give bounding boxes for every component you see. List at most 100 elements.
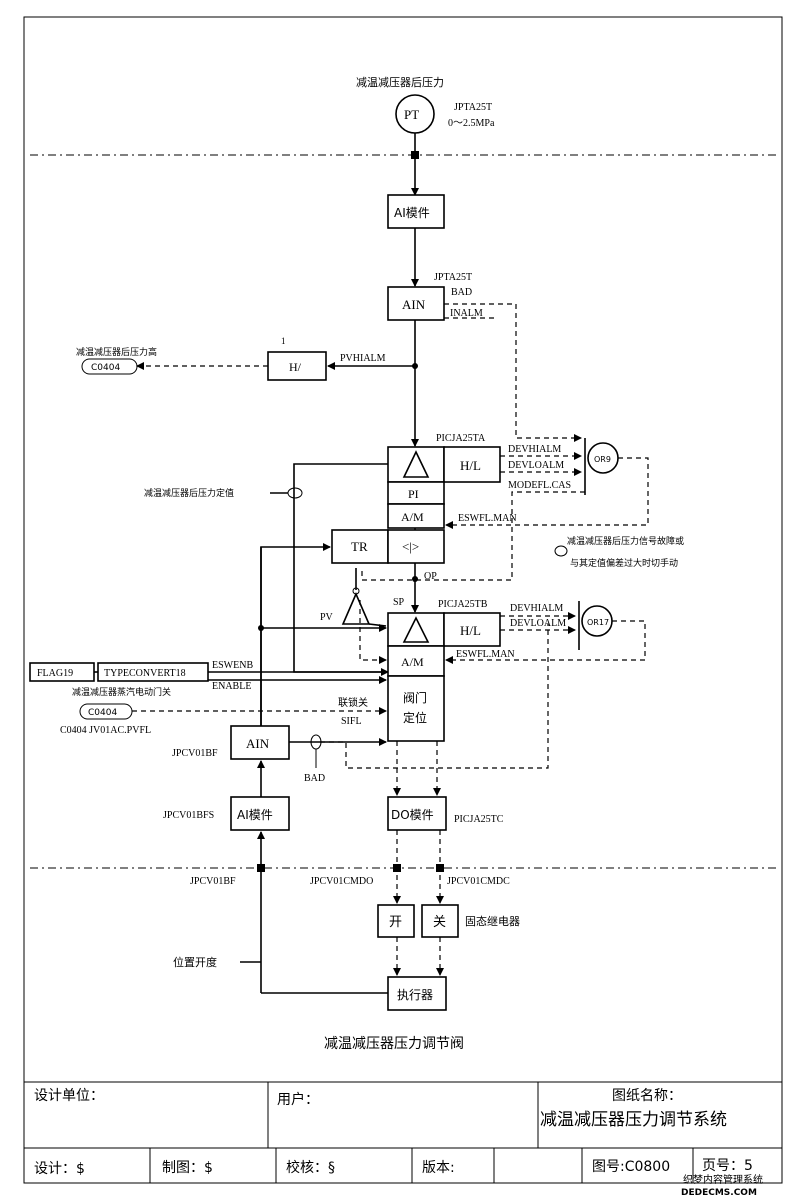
ai-module-bottom-label: AI模件 (237, 808, 273, 822)
bad-label: BAD (451, 287, 472, 298)
typeconvert-label: TYPECONVERT18 (104, 668, 186, 679)
valve-pos-line2: 定位 (403, 710, 427, 725)
draw-label: 制图：$ (162, 1160, 213, 1176)
hl-block-b (443, 612, 501, 647)
page-no: 页号：5 (702, 1158, 753, 1174)
close-relay (421, 904, 459, 938)
check-label: 校核：§ (286, 1159, 335, 1176)
junction-pt (411, 151, 419, 159)
drawing-title: 减温减压器压力调节阀 (324, 1036, 464, 1052)
hl-b-label: H/L (460, 623, 481, 638)
do-module (387, 796, 447, 831)
ain-bottom-label: AIN (246, 736, 270, 751)
pv-triangle-icon (341, 591, 371, 625)
sensor-tag: JPTA25T (454, 102, 492, 113)
am-b-label: A/M (401, 655, 424, 669)
limit-block (387, 529, 445, 564)
modefl-cas: MODEFL.CAS (508, 480, 571, 491)
c0404-oval-top (81, 358, 138, 375)
high-select-num: 1 (281, 336, 286, 346)
or17-label: OR17 (587, 618, 609, 627)
design-label: 设计：$ (34, 1161, 85, 1177)
ain-top-label: AIN (402, 297, 426, 312)
ai-module-bottom (230, 796, 290, 831)
version-label: 版本: (422, 1160, 455, 1176)
limit-label: <|> (402, 539, 419, 554)
triangle-icon-a (402, 450, 430, 478)
watermark-line1: 织梦内容管理系统 (683, 1173, 763, 1186)
watermark-line2: DEDECMS.COM (681, 1188, 757, 1198)
am-a-label: A/M (401, 510, 424, 524)
ai-module-top (387, 194, 445, 229)
ain-top-tag: JPTA25T (434, 272, 472, 283)
pi-label: PI (408, 487, 419, 501)
triangle-icon-b (402, 616, 430, 643)
setpoint-caption: 减温减压器后压力定值 (144, 487, 234, 499)
jpcv01bfs-label: JPCV01BFS (163, 810, 214, 821)
open-label: 开 (389, 915, 402, 930)
do-module-label: DO模件 (391, 808, 434, 822)
sensor-range: 0～2.5MPa (448, 118, 495, 129)
ai-module-top-label: AI模件 (394, 206, 430, 220)
valve-positioner-block (387, 675, 445, 742)
pvhialm-label: PVHIALM (340, 353, 386, 364)
sp-label: SP (393, 597, 405, 608)
jpcv01cmdc-label: JPCV01CMDC (447, 876, 510, 887)
enable-label: ENABLE (212, 681, 251, 692)
setpoint-oval (287, 487, 303, 499)
tr-label: TR (351, 539, 368, 554)
jpcv01cmdo-label: JPCV01CMDO (310, 876, 373, 887)
eswenb-label: ESWENB (212, 660, 253, 671)
note-oval (554, 545, 568, 557)
eswfl-man-b: ESWFL.MAN (456, 649, 515, 660)
valve-caption: 减温减压器蒸汽电动门关 (72, 686, 171, 698)
alarm-caption: 减温减压器后压力高 (76, 346, 157, 358)
devhialm-b: DEVHIALM (510, 603, 563, 614)
drawing-name: 减温减压器压力调节系统 (540, 1110, 727, 1130)
hl-a-label: H/L (460, 458, 481, 473)
op-label: OP (424, 571, 437, 582)
picja25tc-label: PICJA25TC (454, 814, 504, 825)
note-line2: 与其定值偏差过大时切手动 (570, 557, 678, 569)
close-label: 关 (433, 915, 446, 930)
eswfl-man-a: ESWFL.MAN (458, 513, 517, 524)
am-block-a (387, 503, 445, 529)
jpcv01bf-b-label: JPCV01BF (190, 876, 236, 887)
high-select-block (267, 351, 327, 381)
inalm-label: INALM (450, 308, 483, 319)
sensor-caption: 减温减压器后压力 (356, 76, 444, 89)
sifl-label: SIFL (341, 716, 362, 727)
drawing-name-label: 图纸名称： (612, 1088, 682, 1104)
ssr-label: 固态继电器 (465, 915, 520, 928)
tr-block (331, 529, 389, 564)
c0404-top-label: C0404 (91, 363, 120, 373)
picja25tb-label: PICJA25TB (438, 599, 488, 610)
ain-block-bottom (230, 725, 290, 760)
jpcv01bf-label: JPCV01BF (172, 748, 218, 759)
actuator-block (387, 976, 447, 1011)
picja25ta-label: PICJA25TA (436, 433, 486, 444)
valve-pos-line1: 阀门 (403, 690, 427, 705)
hl-block-a (443, 446, 501, 483)
devhialm-a: DEVHIALM (508, 444, 561, 455)
am-block-b (387, 645, 445, 677)
ain-block-top (387, 286, 445, 321)
interlock-label: 联锁关 (338, 696, 368, 709)
devloalm-a: DEVLOALM (508, 460, 564, 471)
c0404-tag: C0404 JV01AC.PVFL (60, 725, 151, 736)
c0404-bottom-label: C0404 (88, 708, 117, 718)
actuator-label: 执行器 (397, 988, 433, 1002)
pv-label: PV (320, 612, 334, 623)
note-line1: 减温减压器后压力信号故障或 (567, 535, 684, 547)
high-select-label: H/ (289, 360, 302, 374)
junction-bf (257, 864, 265, 872)
devloalm-b: DEVLOALM (510, 618, 566, 629)
position-label: 位置开度 (173, 955, 217, 969)
pt-label: PT (404, 107, 419, 122)
user-label: 用户： (277, 1091, 319, 1108)
or9-label: OR9 (594, 455, 611, 464)
open-relay (377, 904, 415, 938)
design-unit: 设计单位： (34, 1088, 104, 1104)
junction-cmdo (393, 864, 401, 872)
